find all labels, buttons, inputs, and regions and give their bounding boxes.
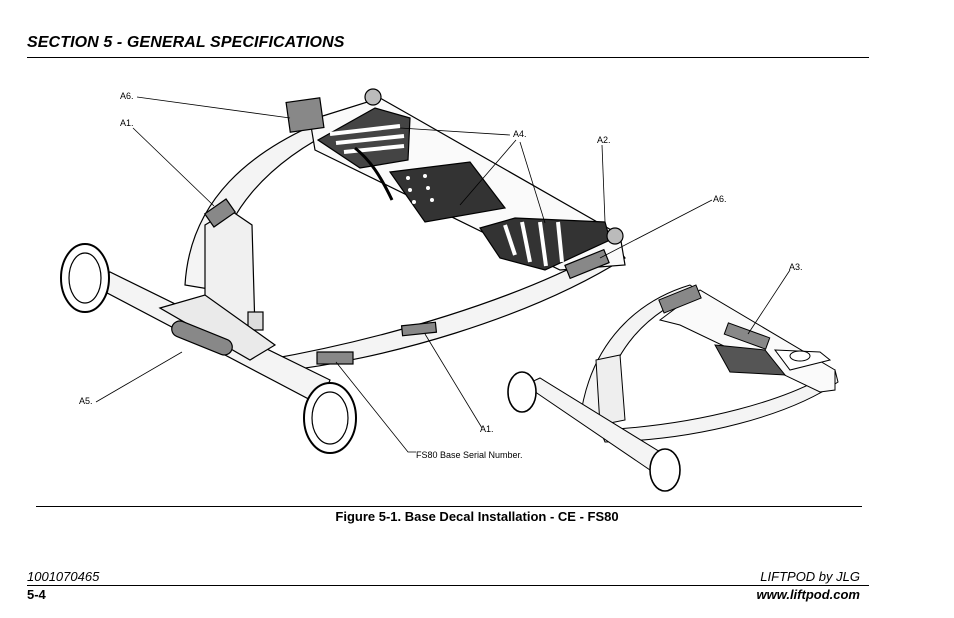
callout-labels: A6. A1. A4. A2. A6. A3. A5. A1. FS80 Bas… bbox=[79, 91, 803, 460]
website-link[interactable]: www.liftpod.com bbox=[756, 587, 860, 602]
brand-label: LIFTPOD by JLG bbox=[760, 569, 860, 584]
header-rule bbox=[27, 57, 869, 58]
callout-serial-number: FS80 Base Serial Number. bbox=[416, 450, 523, 460]
callout-a6-left: A6. bbox=[120, 91, 134, 101]
doc-number: 1001070465 bbox=[27, 569, 100, 584]
base-decal-drawing: A6. A1. A4. A2. A6. A3. A5. A1. FS80 Bas… bbox=[60, 88, 839, 492]
figure-rule bbox=[36, 506, 862, 507]
callout-leaders bbox=[95, 96, 791, 453]
callout-a3: A3. bbox=[789, 262, 803, 272]
footer-rule bbox=[27, 585, 869, 586]
section-title: SECTION 5 - GENERAL SPECIFICATIONS bbox=[27, 34, 345, 51]
callout-a5: A5. bbox=[79, 396, 93, 406]
callout-a2: A2. bbox=[597, 135, 611, 145]
main-base-assembly bbox=[60, 88, 626, 454]
callout-a6-right: A6. bbox=[713, 194, 727, 204]
secondary-base-assembly bbox=[507, 284, 839, 492]
page-number: 5-4 bbox=[27, 587, 46, 602]
figure-caption: Figure 5-1. Base Decal Installation - CE… bbox=[335, 509, 619, 524]
callout-a1-bottom: A1. bbox=[480, 424, 494, 434]
callout-a1-top: A1. bbox=[120, 118, 134, 128]
callout-a4: A4. bbox=[513, 129, 527, 139]
